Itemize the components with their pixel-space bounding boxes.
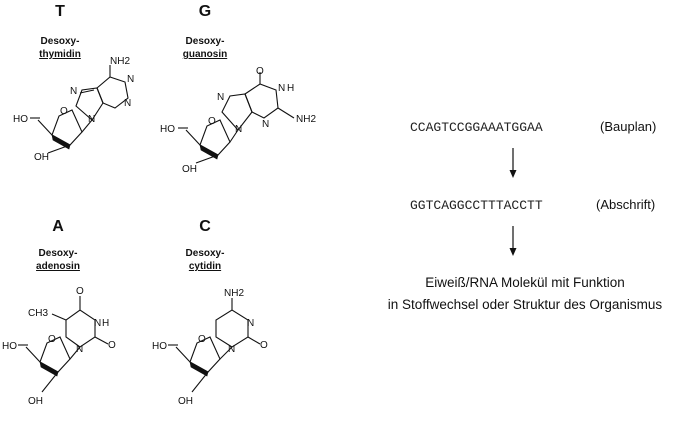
structure-cytosine-nucleoside: HO OH O N NH2 N O [152, 288, 268, 407]
result-line-2: in Stoffwechsel oder Struktur des Organi… [387, 297, 663, 312]
atom-label: HO [13, 114, 28, 125]
atom-label: NH2 [224, 288, 244, 299]
atom-label: N [76, 344, 83, 355]
atom-label: OH [178, 396, 193, 407]
atom-label: N [278, 83, 285, 94]
atom-label: HO [160, 124, 175, 135]
dna-copy-sequence: GGTCAGGCCTTTACCTT [410, 198, 543, 213]
atom-label: O [48, 334, 56, 345]
structure-thymine-nucleoside: HO OH O N CH3 O N H O [2, 286, 116, 407]
atom-label: N [94, 318, 101, 329]
atom-label: OH [28, 396, 43, 407]
atom-label: HO [2, 341, 17, 352]
name-prefix: Desoxy- [40, 36, 80, 47]
nucleoside-header-c: C Desoxy- cytidin [130, 218, 280, 273]
template-label: (Bauplan) [600, 119, 657, 134]
name-prefix: Desoxy- [185, 248, 225, 259]
atom-label: CH3 [28, 308, 48, 319]
atom-label: NH2 [110, 56, 130, 67]
name-suffix: adenosin [36, 261, 80, 272]
atom-label: N [124, 98, 131, 109]
structure-adenine-nucleoside: HO OH O N N N N NH2 [13, 56, 134, 163]
nucleoside-header-g: G Desoxy- guanosin [130, 3, 280, 61]
atom-label: N [70, 86, 77, 97]
atom-label: N [235, 124, 242, 135]
atom-label: N [127, 74, 134, 85]
atom-label: HO [152, 341, 167, 352]
name-suffix: cytidin [188, 261, 222, 272]
atom-label: N [88, 114, 95, 125]
atom-label: N [217, 92, 224, 103]
atom-label: O [60, 106, 68, 117]
atom-label: O [108, 340, 116, 351]
atom-label: N [262, 119, 269, 130]
structure-guanine-nucleoside: HO OH O N N O N H N NH2 [160, 66, 316, 175]
atom-label: O [256, 66, 264, 77]
atom-label: O [76, 286, 84, 297]
atom-label: N [247, 318, 254, 329]
copy-label: (Abschrift) [596, 197, 656, 212]
name-suffix: guanosin [182, 49, 228, 60]
atom-label: OH [34, 152, 49, 163]
nucleoside-header-a: A Desoxy- adenosin [0, 218, 133, 273]
name-suffix: thymidin [39, 49, 81, 60]
arrow-down-icon [509, 226, 517, 256]
base-letter: A [52, 218, 64, 235]
nucleoside-header-t: T Desoxy- thymidin [0, 3, 135, 61]
atom-label: O [198, 334, 206, 345]
result-line-1: Eiweiß/RNA Molekül mit Funktion [425, 275, 625, 290]
base-letter: G [198, 3, 212, 20]
atom-label: N [228, 344, 235, 355]
atom-label: OH [182, 164, 197, 175]
result-text: Eiweiß/RNA Molekül mit Funktion in Stoff… [360, 272, 680, 316]
atom-label: H [287, 83, 294, 94]
base-letter: C [199, 218, 211, 235]
arrow-down-icon [509, 148, 517, 178]
atom-label: O [260, 340, 268, 351]
atom-label: O [208, 116, 216, 127]
name-prefix: Desoxy- [185, 36, 225, 47]
name-prefix: Desoxy- [38, 248, 78, 259]
base-letter: T [55, 3, 65, 20]
atom-label: H [102, 318, 109, 329]
atom-label: NH2 [296, 114, 316, 125]
dna-template-sequence: CCAGTCCGGAAATGGAA [410, 120, 543, 135]
